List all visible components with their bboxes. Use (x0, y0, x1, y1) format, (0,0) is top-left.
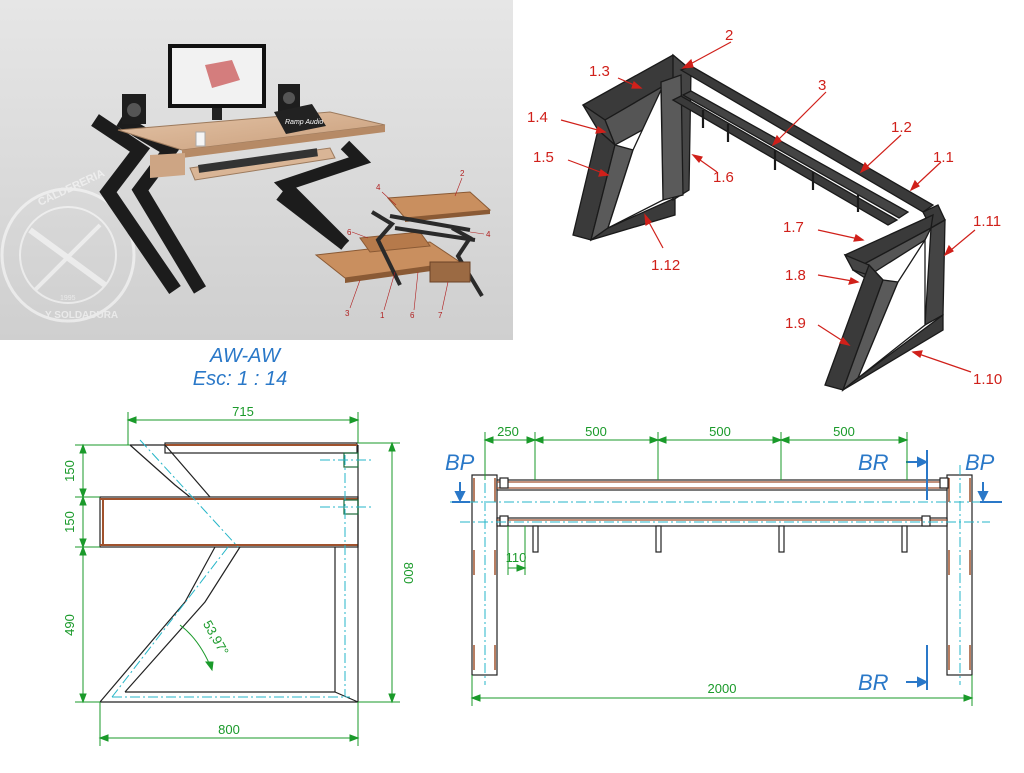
dim-500-c: 500 (833, 424, 855, 439)
dim-110: 110 (506, 550, 527, 565)
exploded-part-labels: 2 4 4 6 3 1 6 7 (345, 169, 491, 320)
callout-3: 3 (818, 77, 826, 94)
svg-text:2: 2 (460, 169, 465, 178)
right-frame-member (824, 204, 946, 392)
callout-1-7: 1.7 (783, 219, 804, 236)
callout-1-1: 1.1 (933, 149, 954, 166)
front-centerlines (450, 465, 1000, 685)
callout-arrows (560, 41, 976, 373)
svg-text:Ramp Audio: Ramp Audio (285, 119, 323, 126)
dim-490: 490 (62, 614, 77, 636)
dim-150-a: 150 (62, 460, 77, 482)
dim-500-a: 500 (585, 424, 607, 439)
desk-render-image: CALDERERIA Y SOLDADURA 1995 (0, 0, 513, 340)
dim-800-height: 800 (401, 562, 416, 584)
svg-text:6: 6 (347, 228, 352, 237)
callout-2: 2 (725, 27, 733, 44)
side-frame (99, 444, 359, 703)
svg-text:3: 3 (345, 309, 350, 318)
callout-labels: 2 3 1.3 1.4 1.5 1.6 1.2 1.1 1.12 1.7 1.1… (527, 27, 1002, 388)
callout-1-6: 1.6 (713, 169, 734, 186)
scale-label: Esc: 1 : 14 (193, 368, 288, 390)
callout-1-11: 1.11 (973, 213, 1001, 230)
dim-800-width: 800 (218, 722, 240, 737)
svg-text:4: 4 (486, 230, 491, 239)
front-view-drawing: BP BP BR BR (430, 400, 1024, 768)
svg-text:4: 4 (376, 183, 381, 192)
callout-1-3: 1.3 (589, 63, 610, 80)
rail-supports (499, 477, 949, 553)
left-frame-member (572, 53, 693, 242)
svg-text:Y SOLDADURA: Y SOLDADURA (45, 310, 118, 321)
callout-1-2: 1.2 (891, 119, 912, 136)
dim-715: 715 (232, 404, 254, 419)
callout-1-10: 1.10 (973, 371, 1002, 388)
dim-500-b: 500 (709, 424, 731, 439)
section-line-bp (452, 450, 1002, 690)
callout-1-12: 1.12 (651, 257, 680, 274)
front-rails (496, 479, 948, 527)
callout-1-8: 1.8 (785, 267, 806, 284)
lower-tray (99, 496, 359, 548)
label-br-bottom: BR (858, 670, 889, 695)
desk-frame-right (273, 140, 372, 250)
callout-1-4: 1.4 (527, 109, 548, 126)
exploded-view (314, 191, 492, 298)
top-slab (164, 442, 358, 454)
centerlines (111, 439, 372, 698)
label-br-top: BR (858, 450, 889, 475)
callout-1-5: 1.5 (533, 149, 554, 166)
dim-250: 250 (497, 424, 519, 439)
dim-2000: 2000 (708, 681, 737, 696)
front-legs (471, 474, 973, 676)
svg-text:7: 7 (438, 311, 443, 320)
section-title: AW-AW (209, 345, 282, 367)
laptop: Ramp Audio (274, 104, 326, 134)
front-dimension-lines (470, 432, 974, 706)
front-dimension-values: 250 500 500 500 110 2000 (497, 424, 855, 696)
dimension-lines (75, 412, 400, 746)
horizontal-rails (671, 65, 935, 226)
monitor (168, 44, 266, 120)
label-bp-right: BP (965, 450, 995, 475)
side-section-drawing: AW-AW Esc: 1 : 14 (0, 340, 430, 768)
label-bp-left: BP (445, 450, 475, 475)
svg-text:1: 1 (380, 311, 385, 320)
coffee-cup (195, 131, 206, 147)
section-labels: BP BP BR BR (445, 450, 995, 695)
svg-text:1995: 1995 (60, 295, 76, 302)
dim-150-b: 150 (62, 511, 77, 533)
dim-angle: 53,97° (200, 618, 232, 658)
svg-text:6: 6 (410, 311, 415, 320)
callout-1-9: 1.9 (785, 315, 806, 332)
dimension-values: 715 150 150 490 800 800 53,97° (62, 404, 416, 737)
isometric-frame-drawing: 2 3 1.3 1.4 1.5 1.6 1.2 1.1 1.12 1.7 1.1… (513, 0, 1024, 400)
